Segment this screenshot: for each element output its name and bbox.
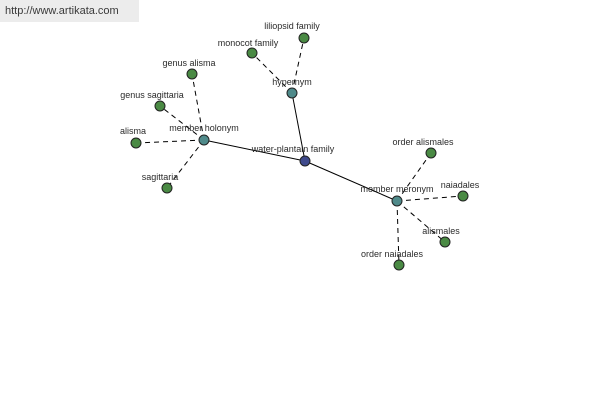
node-member-holonym[interactable] — [198, 134, 210, 146]
edge-root-meronym — [304, 160, 398, 202]
edge-meronym-order-alismales — [396, 152, 432, 202]
label-hypernym: hypernym — [272, 77, 312, 87]
edge-holonym-alisma — [135, 139, 205, 144]
node-sagittaria[interactable] — [161, 182, 173, 194]
node-liliopsid-family[interactable] — [298, 32, 310, 44]
edges — [135, 37, 464, 266]
label-genus-sagittaria: genus sagittaria — [120, 90, 184, 100]
watermark-url: http://www.artikata.com — [0, 0, 139, 22]
node-monocot-family[interactable] — [246, 47, 258, 59]
label-genus-alisma: genus alisma — [162, 58, 215, 68]
node-water-plantain-family[interactable] — [299, 155, 311, 167]
label-monocot-family: monocot family — [218, 38, 279, 48]
label-naiadales: naiadales — [441, 180, 480, 190]
node-hypernym[interactable] — [286, 87, 298, 99]
label-sagittaria: sagittaria — [142, 172, 179, 182]
label-alisma: alisma — [120, 126, 146, 136]
labels: water-plantain family hypernym member ho… — [120, 21, 480, 259]
label-water-plantain-family: water-plantain family — [251, 144, 335, 154]
node-alisma[interactable] — [130, 137, 142, 149]
edge-meronym-alismales — [396, 200, 446, 243]
node-naiadales[interactable] — [457, 190, 469, 202]
label-order-naiadales: order naiadales — [361, 249, 424, 259]
label-alismales: alismales — [422, 226, 460, 236]
node-member-meronym[interactable] — [391, 195, 403, 207]
node-order-naiadales[interactable] — [393, 259, 405, 271]
node-genus-sagittaria[interactable] — [154, 100, 166, 112]
node-alismales[interactable] — [439, 236, 451, 248]
label-member-meronym: member meronym — [360, 184, 433, 194]
label-member-holonym: member holonym — [169, 123, 239, 133]
edge-hypernym-monocot — [251, 52, 293, 94]
edge-root-holonym — [203, 139, 306, 162]
edge-meronym-order-naiadales — [396, 200, 400, 266]
label-liliopsid-family: liliopsid family — [264, 21, 320, 31]
node-genus-alisma[interactable] — [186, 68, 198, 80]
nodes — [130, 32, 469, 271]
edge-holonym-sagittaria — [166, 139, 205, 189]
edge-meronym-naiadales — [396, 195, 464, 202]
edge-hypernym-liliopsid — [291, 37, 305, 94]
edge-holonym-genus-alisma — [191, 73, 205, 141]
edge-root-hypernym — [291, 92, 306, 162]
edge-holonym-genus-sagittaria — [159, 105, 205, 141]
node-order-alismales[interactable] — [425, 147, 437, 159]
label-order-alismales: order alismales — [392, 137, 454, 147]
